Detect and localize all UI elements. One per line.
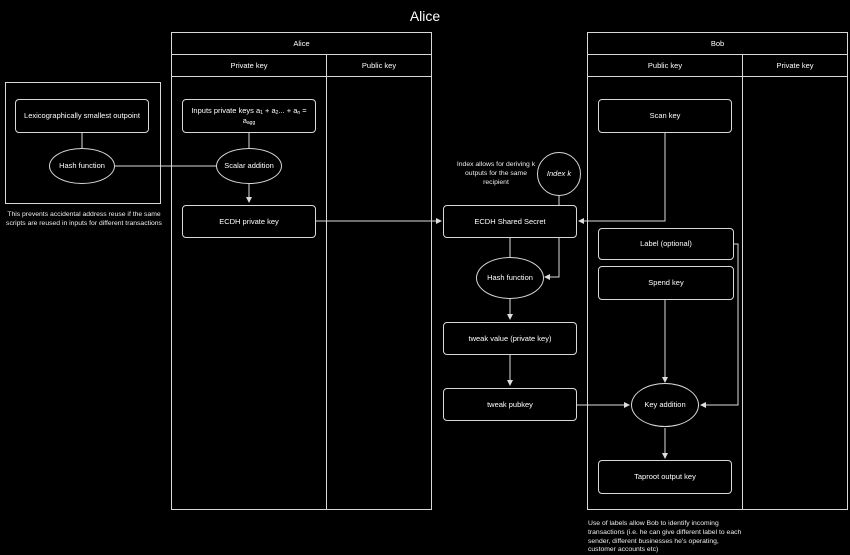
node-hash-function-mid: Hash function bbox=[476, 257, 544, 299]
edge-label-keyadd bbox=[700, 243, 739, 408]
node-tweak-value: tweak value (private key) bbox=[443, 322, 577, 355]
node-scan-key: Scan key bbox=[598, 99, 732, 133]
node-ecdh-private-key: ECDH private key bbox=[182, 205, 316, 238]
note-index: Index allows for deriving k outputs for … bbox=[456, 161, 536, 186]
node-taproot-output-key: Taproot output key bbox=[598, 460, 732, 494]
note-address-reuse: This prevents accidental address reuse i… bbox=[6, 211, 162, 227]
note-labels: Use of labels allow Bob to identify inco… bbox=[588, 520, 742, 554]
edge-scan-shared bbox=[578, 133, 666, 224]
node-label-optional: Label (optional) bbox=[598, 228, 734, 260]
node-hash-function-left: Hash function bbox=[49, 148, 115, 184]
node-lex-outpoint: Lexicographically smallest outpoint bbox=[15, 99, 149, 133]
node-spend-key: Spend key bbox=[598, 266, 734, 300]
node-inputs-private-keys: Inputs private keys a1 + a2... + an = aa… bbox=[182, 99, 316, 133]
alice-public-col bbox=[326, 76, 432, 510]
node-key-addition: Key addition bbox=[631, 383, 699, 427]
alice-private-col bbox=[171, 76, 327, 510]
node-tweak-pubkey: tweak pubkey bbox=[443, 388, 577, 421]
node-ecdh-shared-secret: ECDH Shared Secret bbox=[443, 205, 577, 238]
diagram-title: Alice bbox=[409, 8, 441, 24]
node-index-k: Index k bbox=[537, 152, 581, 196]
bob-private-col bbox=[742, 76, 848, 510]
inputs-text: Inputs private keys a1 + a2... + an = aa… bbox=[191, 105, 307, 126]
node-scalar-addition: Scalar addition bbox=[216, 148, 282, 184]
